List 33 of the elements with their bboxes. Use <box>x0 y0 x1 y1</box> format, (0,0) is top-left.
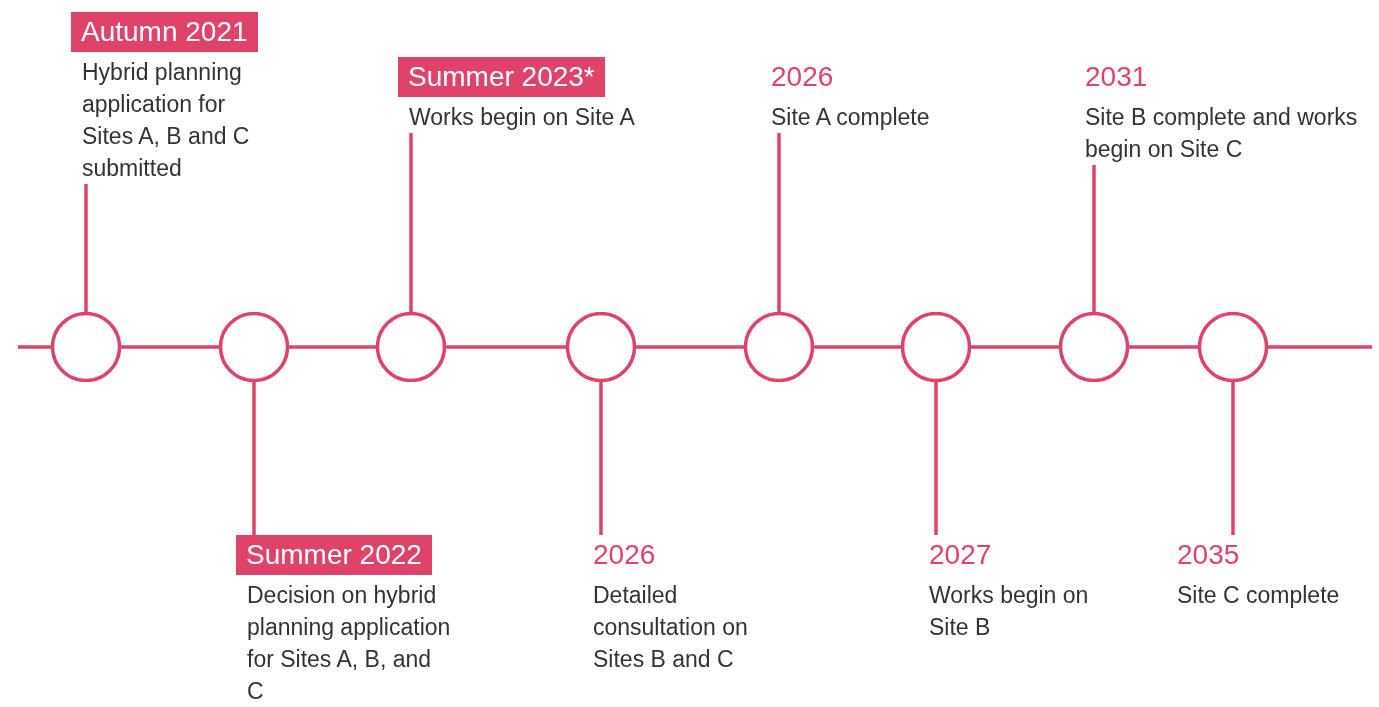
leader-line <box>1231 382 1235 535</box>
date-heading: 2027 <box>929 538 992 572</box>
date-tag: Summer 2023* <box>398 57 605 97</box>
timeline-line <box>814 345 901 349</box>
timeline-line <box>1268 345 1372 349</box>
date-tag: Summer 2022 <box>236 535 432 575</box>
date-tag: Autumn 2021 <box>71 12 258 52</box>
timeline-line <box>1129 345 1198 349</box>
timeline-line <box>636 345 744 349</box>
leader-line <box>934 382 938 535</box>
date-heading: 2026 <box>593 538 656 572</box>
leader-line <box>599 382 603 535</box>
leader-line <box>1092 165 1096 312</box>
milestone-description: Site C complete <box>1177 581 1341 610</box>
date-heading: 2035 <box>1177 538 1240 572</box>
leader-line <box>777 133 781 312</box>
leader-line <box>409 133 413 312</box>
leader-line <box>252 382 256 535</box>
milestone-description: Works begin on Site B <box>929 581 1090 642</box>
milestone-description: Works begin on Site A <box>409 103 636 132</box>
timeline-line <box>446 345 566 349</box>
date-heading: 2026 <box>771 60 834 94</box>
milestone-description: Site A complete <box>771 103 931 132</box>
timeline-line <box>18 345 51 349</box>
date-heading: 2031 <box>1085 60 1148 94</box>
milestone-description: Hybrid planning application for Sites A, B and C submitted <box>82 58 251 183</box>
milestone-description: Detailed consultation on Sites B and C <box>593 581 749 674</box>
milestone-description: Decision on hybrid planning application for Sites A, B, and C <box>247 581 451 706</box>
timeline-line <box>289 345 376 349</box>
timeline-line <box>121 345 219 349</box>
timeline-line <box>971 345 1059 349</box>
milestone-description: Site B complete and works begin on Site C <box>1085 103 1359 164</box>
leader-line <box>84 184 88 312</box>
